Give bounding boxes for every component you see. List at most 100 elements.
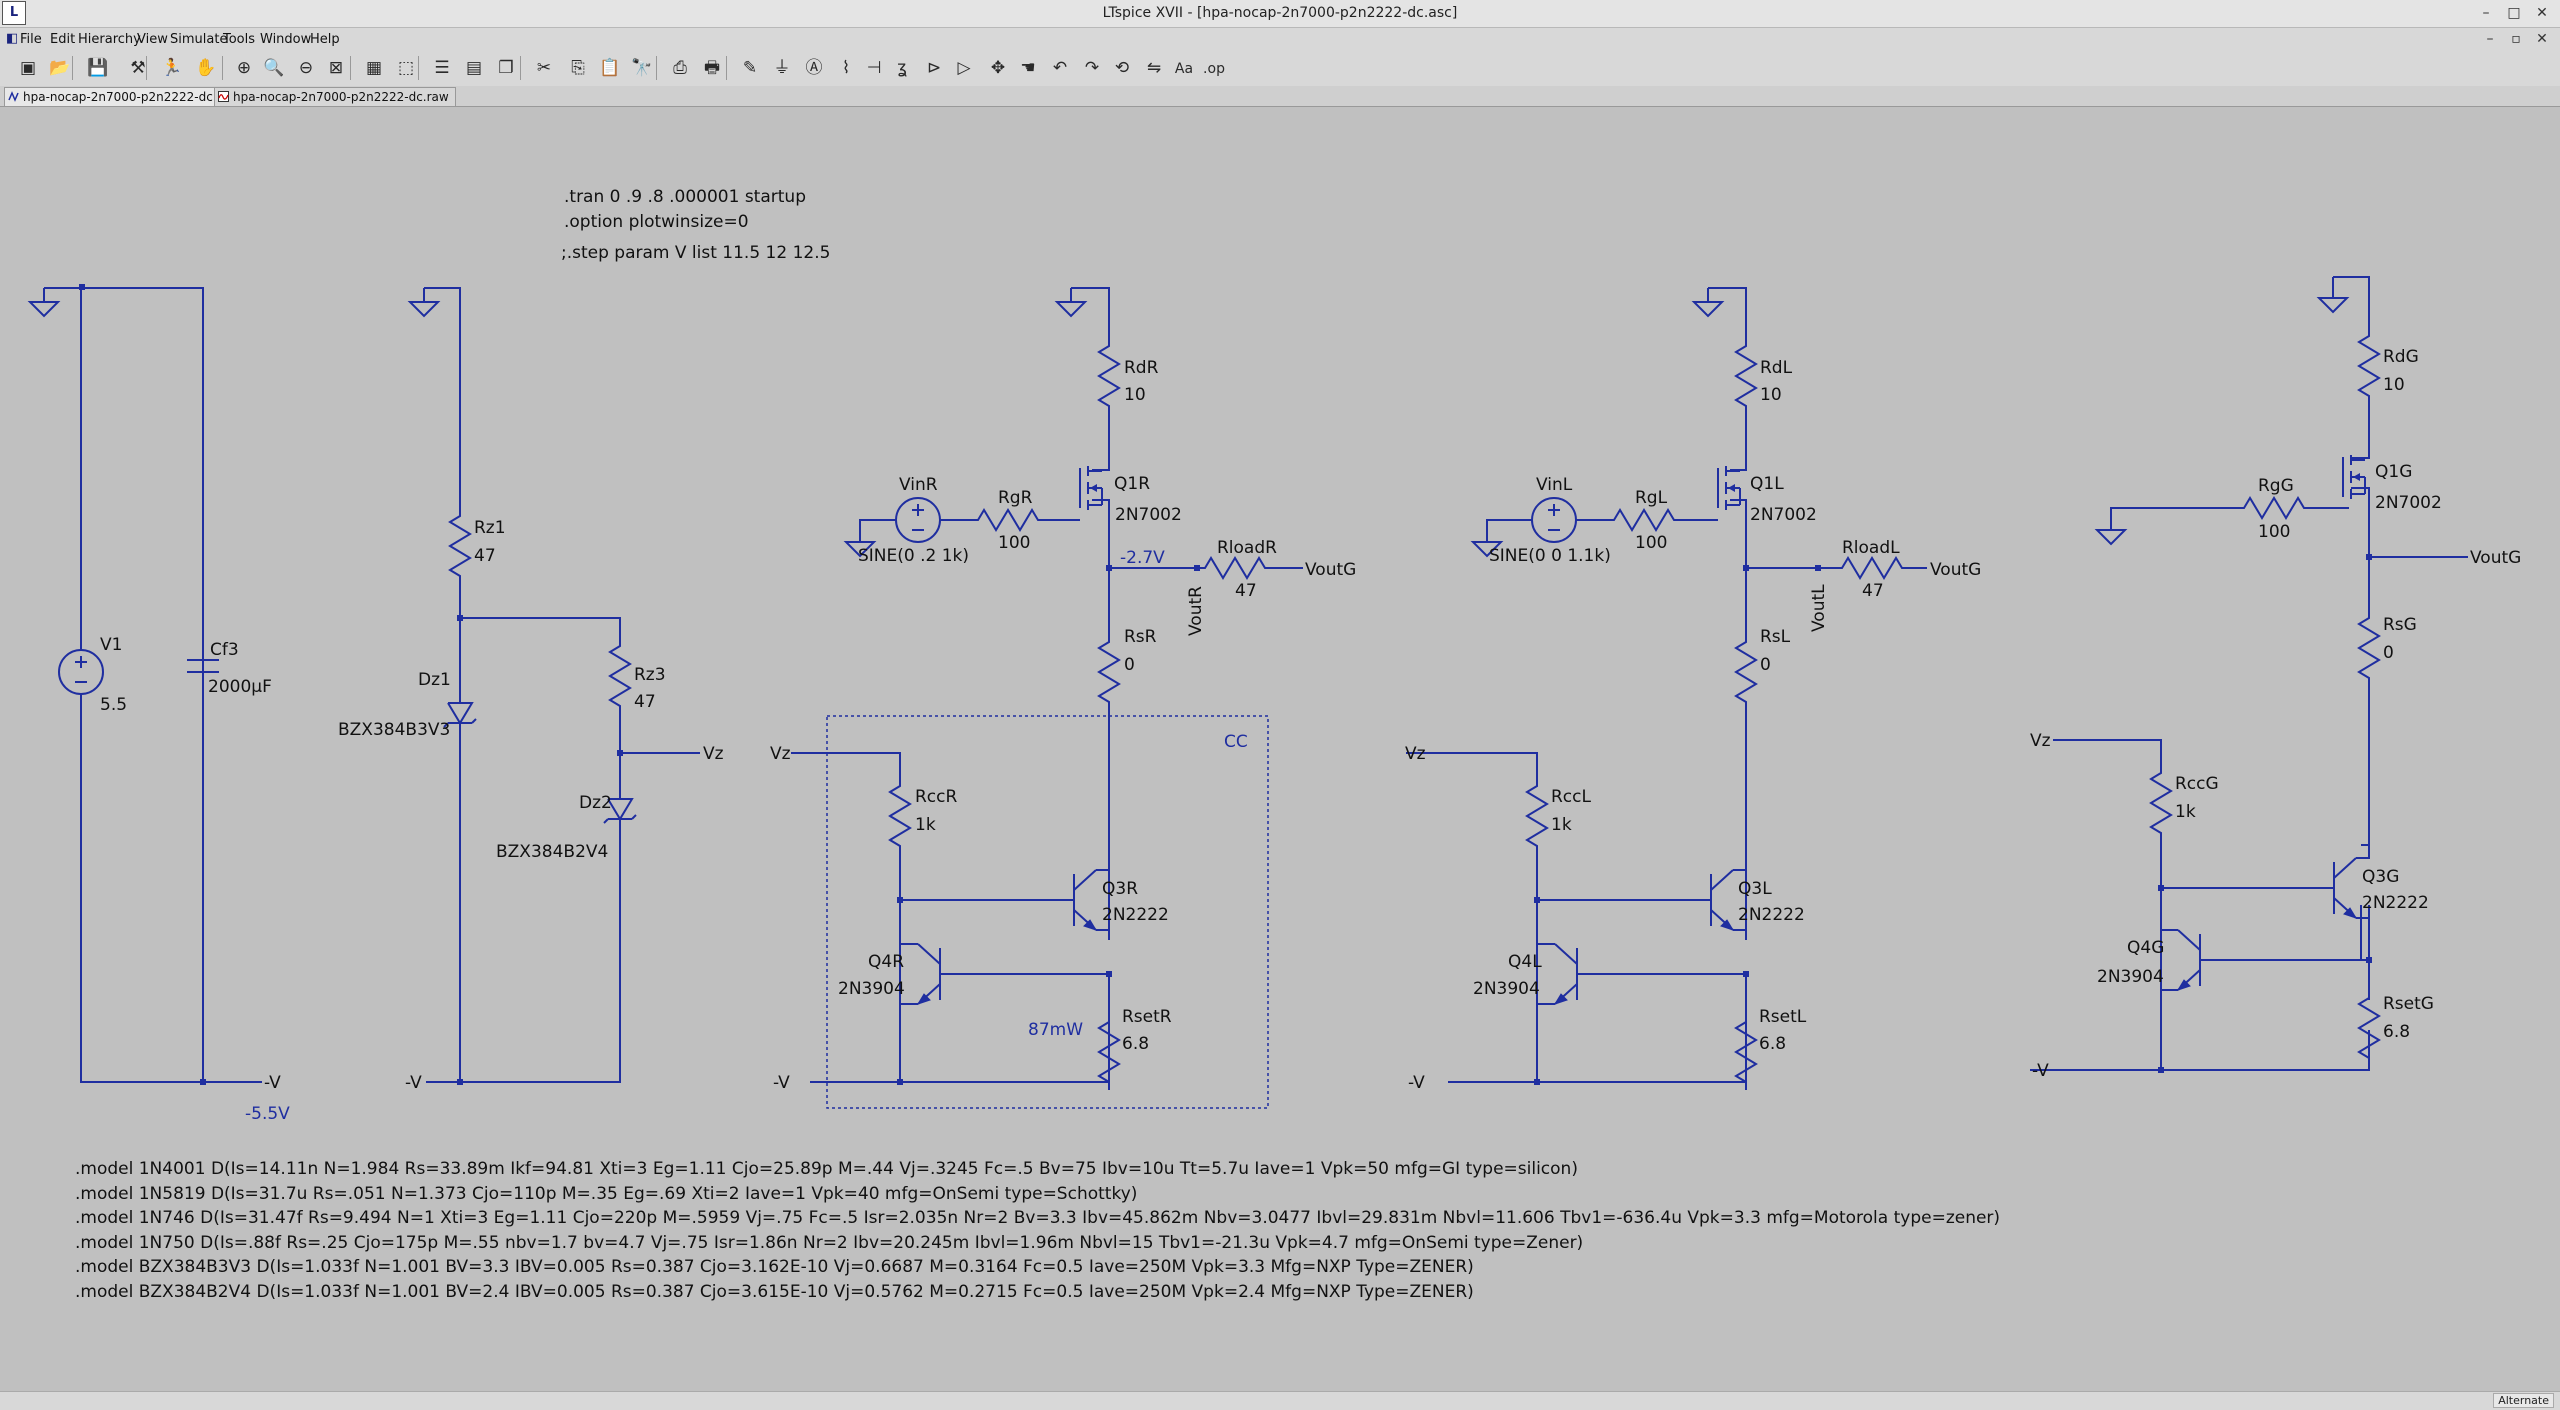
bjt-q3r[interactable] [1073, 869, 1097, 931]
child-restore-icon[interactable]: ▫ [2511, 31, 2521, 47]
mosfet-q1r[interactable] [1079, 465, 1103, 511]
component-button[interactable]: ▷ [950, 54, 978, 82]
resistor-rccg[interactable] [2150, 764, 2172, 842]
ground-icon[interactable] [1056, 301, 1086, 317]
menu-view[interactable]: View [137, 32, 168, 47]
drag-button[interactable]: ☚ [1014, 54, 1042, 82]
option-directive[interactable]: .option plotwinsize=0 [564, 212, 749, 232]
maximize-icon[interactable]: □ [2507, 5, 2521, 21]
ground-icon[interactable] [409, 301, 439, 317]
resistor-rccl[interactable] [1526, 777, 1548, 855]
child-minimize-icon[interactable]: – [2486, 31, 2494, 47]
menu-tools[interactable]: Tools [223, 32, 256, 47]
draw-wire-button[interactable]: ✎ [736, 54, 764, 82]
resistor-rsg[interactable] [2358, 609, 2380, 687]
redo-button[interactable]: ↷ [1078, 54, 1106, 82]
paste-button[interactable]: 📋 [596, 54, 624, 82]
resistor-rz3[interactable] [609, 637, 631, 715]
mosfet-q1l[interactable] [1717, 465, 1741, 511]
cascade-button[interactable]: ❐ [492, 54, 520, 82]
mosfet-q1g[interactable] [2342, 454, 2366, 500]
resistor-rsr[interactable] [1098, 633, 1120, 711]
menu-file[interactable]: File [20, 32, 42, 47]
bjt-q3g[interactable] [2333, 857, 2357, 919]
document-menu-icon[interactable]: ◧ [6, 31, 19, 46]
inductor-button[interactable]: ʓ [888, 54, 916, 82]
ground-icon[interactable] [2318, 297, 2348, 313]
menu-hierarchy[interactable]: Hierarchy [78, 32, 141, 47]
tran-directive[interactable]: .tran 0 .9 .8 .000001 startup [564, 187, 806, 207]
resistor-rloadl[interactable] [1833, 557, 1911, 579]
resistor-rdg[interactable] [2358, 327, 2380, 405]
ground-button[interactable]: ⏚ [768, 54, 796, 82]
minimize-icon[interactable]: – [2482, 5, 2490, 21]
step-directive[interactable]: ;.step param V list 11.5 12 12.5 [561, 243, 830, 263]
halt-button[interactable]: ✋ [192, 54, 220, 82]
control-panel-button[interactable]: ⚒ [124, 54, 152, 82]
model-bzx384b3v3[interactable]: .model BZX384B3V3 D(Is=1.033f N=1.001 BV… [75, 1257, 1474, 1277]
model-1n5819[interactable]: .model 1N5819 D(Is=31.7u Rs=.051 N=1.373… [75, 1184, 1137, 1204]
ground-icon[interactable] [1693, 301, 1723, 317]
resistor-rgg[interactable] [2235, 497, 2313, 519]
resistor-rccr[interactable] [889, 777, 911, 855]
resistor-rgl[interactable] [1605, 509, 1683, 531]
model-1n746[interactable]: .model 1N746 D(Is=31.47f Rs=9.494 N=1 Xt… [75, 1208, 2000, 1228]
model-bzx384b2v4[interactable]: .model BZX384B2V4 D(Is=1.033f N=1.001 BV… [75, 1282, 1474, 1302]
move-button[interactable]: ✥ [984, 54, 1012, 82]
zoom-in-button[interactable]: ⊕ [230, 54, 258, 82]
rotate-button[interactable]: ⟲ [1108, 54, 1136, 82]
capacitor-cf3[interactable] [187, 659, 219, 673]
text-button[interactable]: Aa [1170, 54, 1198, 82]
zoom-fit-button[interactable]: ⊠ [322, 54, 350, 82]
model-1n750[interactable]: .model 1N750 D(Is=.88f Rs=.25 Cjo=175p M… [75, 1233, 1583, 1253]
close-icon[interactable]: ✕ [2536, 5, 2548, 21]
menu-window[interactable]: Window [260, 32, 312, 47]
pan-button[interactable]: 🔍 [260, 54, 288, 82]
zoom-out-button[interactable]: ⊖ [292, 54, 320, 82]
ground-icon[interactable] [2096, 529, 2126, 545]
tile-vertical-button[interactable]: ▤ [460, 54, 488, 82]
tile-horizontal-button[interactable]: ☰ [428, 54, 456, 82]
resistor-rdl[interactable] [1735, 337, 1757, 415]
zoom-area-button[interactable]: ⬚ [392, 54, 420, 82]
resistor-rsl[interactable] [1735, 633, 1757, 711]
bjt-q3l[interactable] [1710, 869, 1734, 931]
cut-button[interactable]: ✂ [530, 54, 558, 82]
open-button[interactable]: 📂 [46, 54, 74, 82]
find-button[interactable]: 🔭 [628, 54, 656, 82]
menu-edit[interactable]: Edit [50, 32, 76, 47]
menu-help[interactable]: Help [310, 32, 340, 47]
print-button[interactable]: 🖶 [698, 54, 726, 82]
new-schematic-button[interactable]: ▣ [14, 54, 42, 82]
resistor-button[interactable]: ⌇ [832, 54, 860, 82]
child-close-icon[interactable]: ✕ [2536, 31, 2548, 47]
print-setup-button[interactable]: ⎙ [666, 54, 694, 82]
tab-waveform[interactable]: hpa-nocap-2n7000-p2n2222-dc.raw [214, 87, 456, 106]
label-net-button[interactable]: Ⓐ [800, 54, 828, 82]
tab-schematic[interactable]: hpa-nocap-2n7000-p2n2222-dc.asc [4, 87, 244, 106]
bjt-q4l[interactable] [1554, 943, 1578, 1005]
diode-button[interactable]: ⊳ [920, 54, 948, 82]
voltage-source-vinr[interactable] [895, 497, 941, 543]
model-1n4001[interactable]: .model 1N4001 D(Is=14.11n N=1.984 Rs=33.… [75, 1159, 1578, 1179]
copy-button[interactable]: ⎘ [564, 54, 592, 82]
resistor-rgr[interactable] [969, 509, 1047, 531]
resistor-rdr[interactable] [1098, 337, 1120, 415]
undo-button[interactable]: ↶ [1046, 54, 1074, 82]
bjt-q4g[interactable] [2177, 929, 2201, 991]
spice-directive-button[interactable]: .op [1200, 54, 1228, 82]
schematic-canvas[interactable]: .tran 0 .9 .8 .000001 startup .option pl… [0, 106, 2560, 1391]
voltage-source-vinl[interactable] [1531, 497, 1577, 543]
run-button[interactable]: 🏃 [158, 54, 186, 82]
resistor-rloadr[interactable] [1196, 557, 1274, 579]
cc-block-outline[interactable] [826, 715, 1269, 1109]
menu-simulate[interactable]: Simulate [170, 32, 228, 47]
voltage-source-v1[interactable] [58, 649, 104, 695]
autorange-button[interactable]: ▦ [360, 54, 388, 82]
bjt-q4r[interactable] [917, 943, 941, 1005]
resistor-rz1[interactable] [449, 507, 471, 585]
save-button[interactable]: 💾 [84, 54, 112, 82]
ground-icon[interactable] [29, 301, 59, 317]
ltspice-icon[interactable]: L [2, 1, 26, 25]
capacitor-button[interactable]: ⊣ [860, 54, 888, 82]
